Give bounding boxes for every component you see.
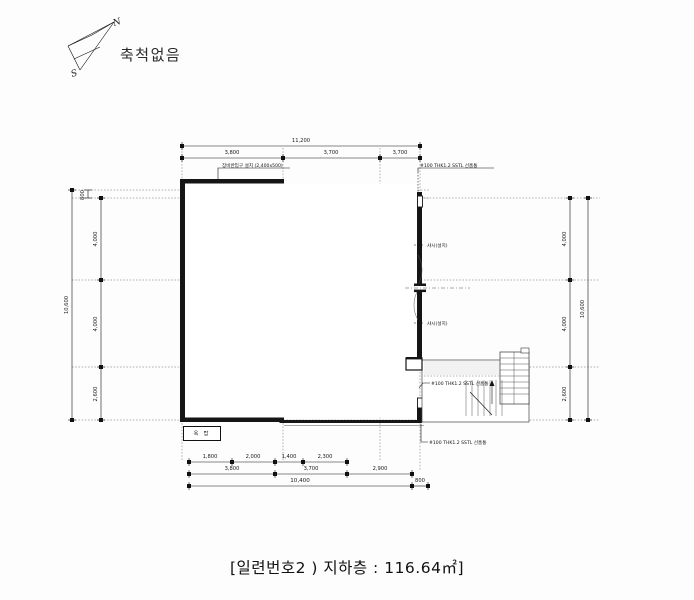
- recess-box: [405, 357, 423, 371]
- dim-top-overall: 11,200: [292, 138, 310, 144]
- door-leaf-lower: [414, 289, 426, 293]
- dim-top-seg-1: 3,800: [225, 150, 240, 156]
- dim-top-seg-2: 3,700: [324, 150, 339, 156]
- wall-top-left: [180, 179, 284, 184]
- plan-title-text: [일련번호2 ) 지하층 : 116.64㎡]: [230, 559, 464, 577]
- dim-right-seg-1: 4,000: [562, 232, 568, 247]
- dim-top-seg-3: 3,700: [393, 150, 408, 156]
- compass-rose: N S: [67, 17, 124, 80]
- page-title: [일련번호2 ) 지하층 : 116.64㎡]: [0, 556, 694, 578]
- annotation-downspout-top: #100 THK1.2 SSTL 선홈통: [417, 162, 494, 192]
- dim-bottom-r1-3: 1,400: [282, 454, 297, 460]
- room-tag: 옥 탑: [183, 426, 221, 441]
- dim-right-seg-2: 4,000: [562, 317, 568, 332]
- recess-wall: [406, 357, 422, 360]
- dim-bottom-overall: 10,400: [290, 478, 310, 484]
- wall-right-lower: [417, 405, 422, 423]
- wall-right-upper: [417, 192, 422, 362]
- dim-bottom-r2-1: 3,800: [225, 466, 240, 472]
- left-dimension-chain: 10,600 800 4,000 4,000 2,600: [64, 188, 105, 422]
- wall-bottom-left: [180, 417, 284, 422]
- annotation-downspout-bottom-text: #100 THK1.2 SSTL 선홈통: [429, 439, 486, 446]
- door-leaf-upper: [414, 283, 426, 287]
- dim-left-seg-3: 2,600: [93, 387, 99, 402]
- wall-left: [180, 179, 185, 422]
- floor-fill: [185, 183, 417, 418]
- dim-left-seg-1: 4,000: [93, 232, 99, 247]
- wall-bottom-right: [279, 420, 422, 423]
- annotation-downspout-top-text: #100 THK1.2 SSTL 선홈통: [420, 162, 477, 169]
- stair-top-notch: [520, 347, 530, 354]
- bottom-dimension-chain: 1,800 2,000 1,400 2,300 3,800 3,700 2,90…: [187, 454, 430, 490]
- annotation-sash-lower: 샤시(설치): [414, 320, 448, 327]
- compass-south-label: S: [70, 68, 79, 79]
- double-door-assembly: [405, 254, 470, 321]
- annotation-downspout-mid: #100 THK1.2 SSTL 선홈통: [418, 380, 493, 416]
- dim-bottom-r2-3: 2,900: [373, 466, 388, 472]
- dim-bottom-r1-1: 1,800: [203, 454, 218, 460]
- compass-north-label: N: [111, 17, 124, 30]
- dim-bottom-r2-2: 3,700: [304, 466, 319, 472]
- scale-note: 축척없음: [120, 46, 182, 64]
- stair-treads: [499, 351, 530, 405]
- entry-recess: [405, 357, 423, 371]
- dim-bottom-r1-4: 2,300: [318, 454, 333, 460]
- annotation-equipment-opening-text: 장비반입구 설치 (2,400x500): [222, 162, 283, 169]
- dim-bottom-small-800: 800: [415, 478, 425, 484]
- annotation-equipment-opening: 장비반입구 설치 (2,400x500): [217, 162, 290, 182]
- building-walls: [180, 179, 424, 426]
- annotation-sash-lower-text: 샤시(설치): [427, 320, 448, 327]
- opening-top-right: [417, 195, 423, 208]
- dim-right-overall: 10,600: [580, 300, 586, 318]
- dim-left-overall: 10,600: [64, 296, 70, 314]
- dim-left-seg-2: 4,000: [93, 317, 99, 332]
- dim-right-seg-3: 2,600: [562, 387, 568, 402]
- dim-bottom-r1-2: 2,000: [246, 454, 261, 460]
- annotation-downspout-mid-text: #100 THK1.2 SSTL 선홈통: [431, 380, 488, 387]
- top-dimension-chain: 11,200 3,800 3,700 3,700: [180, 138, 422, 162]
- annotation-sash-upper-text: 샤시(설치): [427, 242, 448, 249]
- annotation-sash-upper: 샤시(설치): [414, 242, 448, 249]
- stair-assembly: [421, 347, 530, 423]
- door-swing-arc-upper: [417, 254, 423, 286]
- right-dimension-chain: 4,000 4,000 2,600 10,600: [562, 196, 592, 422]
- dim-left-small-800: 800: [80, 190, 86, 200]
- annotation-downspout-bottom: #100 THK1.2 SSTL 선홈통: [420, 424, 486, 446]
